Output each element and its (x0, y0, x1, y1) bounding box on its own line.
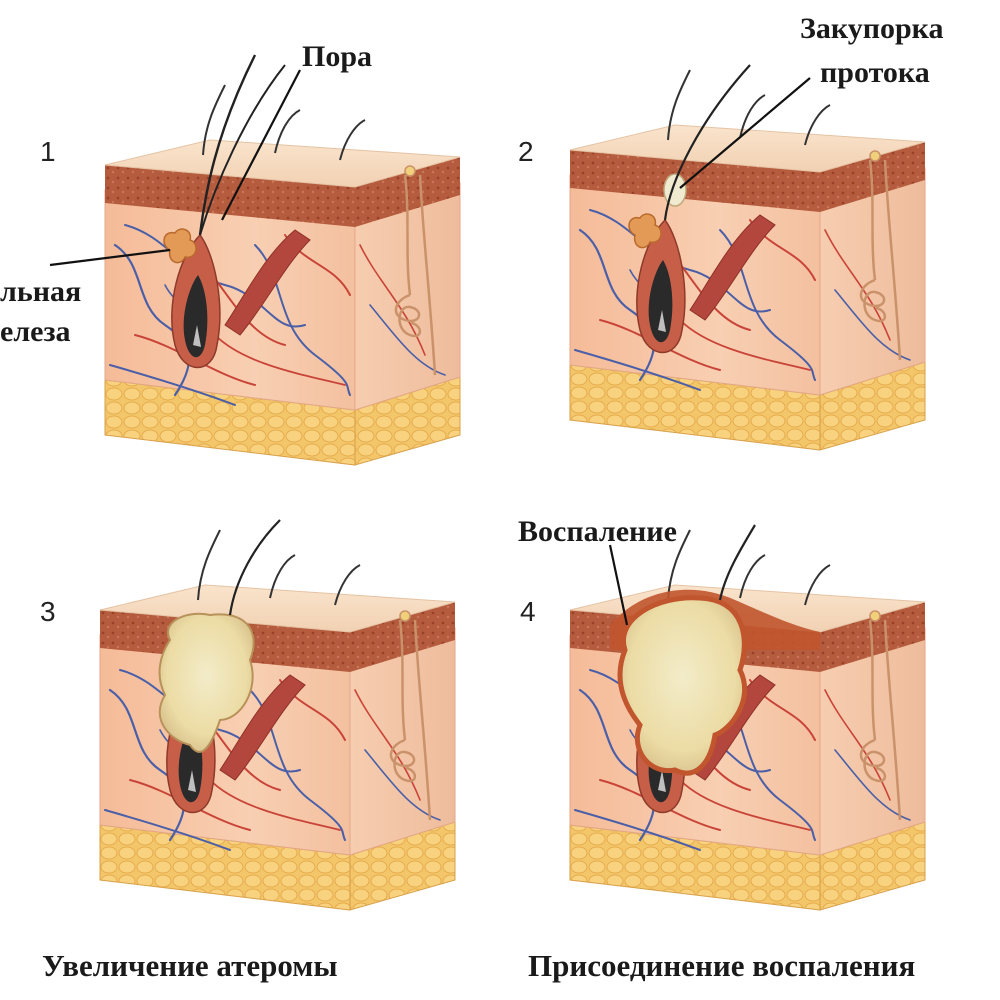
gland-leader-line (49, 248, 171, 267)
gland-label-line2: елеза (0, 315, 71, 348)
blockage-label-line2: протока (820, 56, 930, 89)
panel-2-skin-block (568, 64, 927, 452)
panel-number-3: 3 (40, 596, 56, 627)
caption-atheroma-growth: Увеличение атеромы (42, 948, 338, 983)
panel-3-skin-block (98, 519, 457, 912)
atheroma-cyst (158, 612, 255, 753)
pore-label: Пора (302, 40, 373, 73)
panel-number-1: 1 (40, 136, 56, 167)
annotation-lines (49, 69, 811, 626)
sebaceous-gland (163, 228, 197, 264)
inflammation-label: Воспаление (518, 515, 677, 548)
panel-number-4: 4 (520, 596, 536, 627)
gland-label-line1: льная (0, 275, 82, 308)
panel-4-skin-block (568, 524, 927, 912)
panel-1-skin-block (103, 54, 462, 467)
blockage-label-line1: Закупорка (800, 12, 944, 45)
caption-inflammation-added: Присоединение воспаления (528, 948, 916, 983)
duct-plug (663, 173, 687, 207)
panel-number-2: 2 (518, 136, 534, 167)
blockage-leader-line (679, 77, 811, 189)
pore-leader-line (221, 69, 301, 221)
inflamed-atheroma (617, 595, 748, 776)
inflammation-leader-line (608, 544, 629, 626)
